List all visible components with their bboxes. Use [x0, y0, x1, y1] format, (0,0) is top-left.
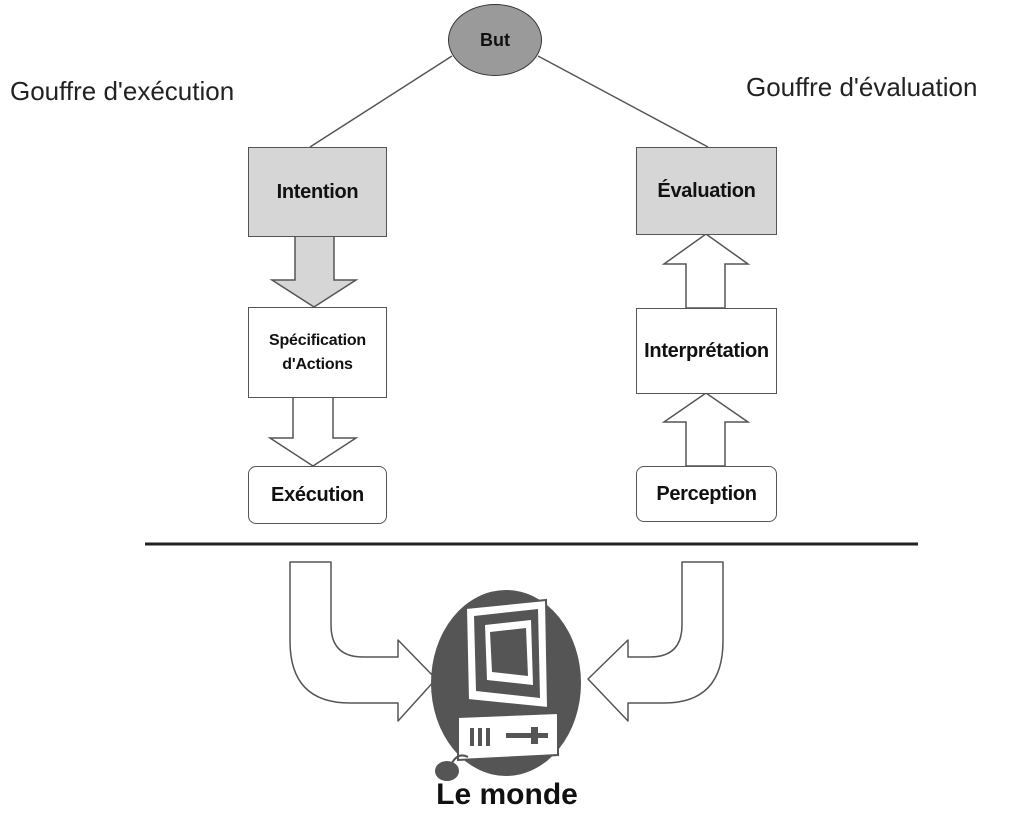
action-specification-line1: Spécification: [269, 332, 366, 350]
arrow-execution-to-world: [289, 561, 437, 722]
arrow-specification-to-execution: [267, 396, 359, 467]
action-specification-line2: d'Actions: [282, 355, 353, 373]
arrow-interpretation-to-evaluation: [661, 233, 751, 309]
arrow-intention-to-specification: [269, 235, 359, 308]
execution-label: Exécution: [271, 483, 364, 506]
goal-to-evaluation-line: [537, 55, 709, 148]
evaluation-box: Évaluation: [636, 147, 777, 235]
goal-label: But: [480, 29, 510, 50]
action-specification-box: Spécification d'Actions: [248, 307, 387, 398]
perception-label: Perception: [656, 482, 757, 505]
execution-gulf-label: Gouffre d'exécution: [10, 76, 235, 106]
evaluation-label: Évaluation: [657, 179, 756, 202]
goal-ellipse: But: [448, 4, 542, 76]
arrow-perception-to-interpretation: [661, 392, 751, 467]
goal-to-intention-line: [309, 55, 453, 148]
intention-box: Intention: [248, 147, 387, 237]
interpretation-label: Interprétation: [644, 339, 769, 362]
arrow-world-to-perception: [587, 561, 724, 722]
interpretation-box: Interprétation: [636, 308, 777, 394]
execution-box: Exécution: [248, 466, 387, 524]
world-label: Le monde: [436, 778, 578, 811]
evaluation-gulf-label: Gouffre d'évaluation: [746, 72, 978, 102]
intention-label: Intention: [276, 180, 359, 203]
perception-box: Perception: [636, 466, 777, 522]
computer-icon: [431, 590, 581, 781]
